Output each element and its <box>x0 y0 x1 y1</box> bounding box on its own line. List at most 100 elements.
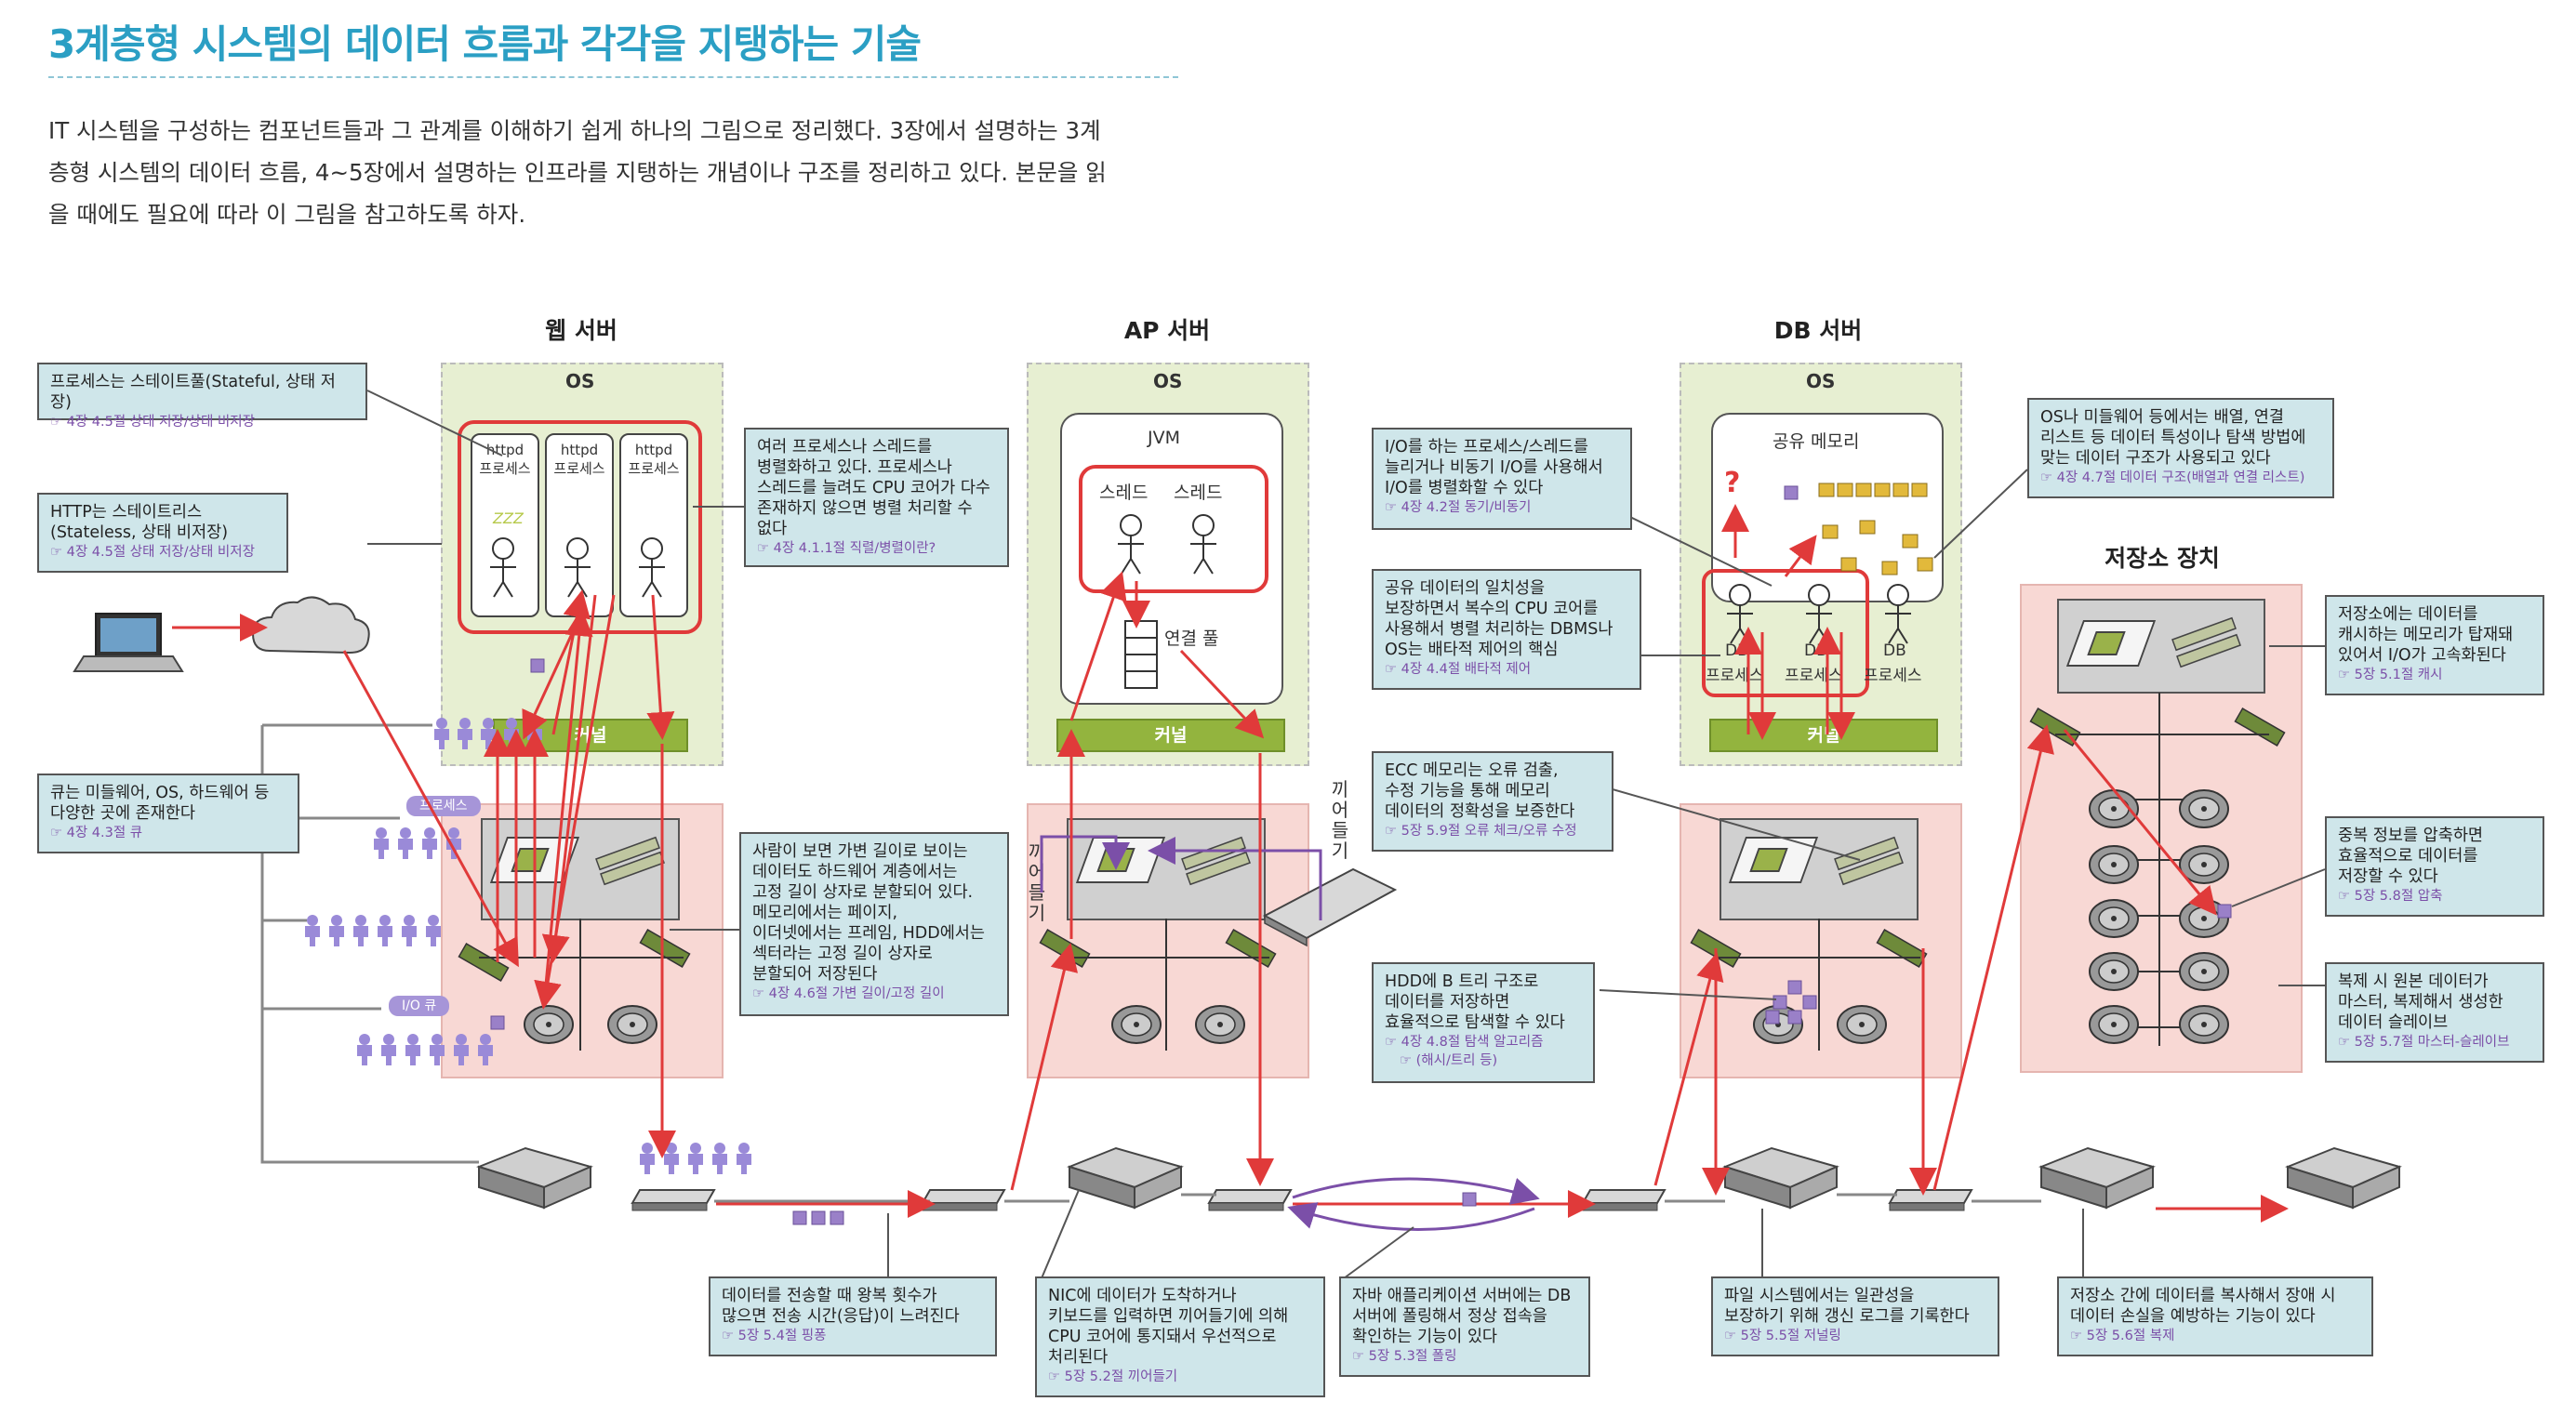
note-line: 데이터도 하드웨어 계층에서는 <box>752 863 958 881</box>
note-stateless-ref: 4장 4.5절 상태 저장/상태 비저장 <box>50 543 275 562</box>
intro-line-1: IT 시스템을 구성하는 컴포넌트들과 그 관계를 이해하기 쉽게 하나의 그림… <box>48 117 1101 144</box>
storage-title: 저장소 장치 <box>2105 545 2220 572</box>
note-line: 보장하면서 복수의 CPU 코어를 <box>1385 600 1599 618</box>
note-stateful: 프로세스는 스테이트풀(Stateful, 상태 저장) 4장 4.5절 상태 … <box>37 363 367 430</box>
jvm-box <box>1060 413 1283 705</box>
nic-card-icon <box>1225 929 1277 968</box>
note-queue-ref: 4장 4.3절 큐 <box>50 824 286 842</box>
nic-card-icon <box>458 943 510 982</box>
note-line: 많으면 전송 시간(응답)이 느려진다 <box>722 1307 960 1326</box>
note-data-structure: OS나 미들웨어 등에서는 배열, 연결 리스트 등 데이터 특성이나 탐색 방… <box>2027 398 2334 498</box>
hdd-icon <box>1195 1005 1245 1044</box>
note-line: 처리된다 <box>1048 1348 1109 1367</box>
note-line: 캐시하는 메모리가 탑재돼 <box>2338 626 2514 644</box>
note-line: 데이터를 저장하면 <box>1385 993 1510 1012</box>
httpd-label: httpd <box>485 442 524 458</box>
note-line: 공유 데이터의 일치성을 <box>1385 579 1546 598</box>
intro-line-2: 층형 시스템의 데이터 흐름, 4~5장에서 설명하는 인프라를 지탱하는 개념… <box>48 159 1107 186</box>
note-line: 자바 애플리케이션 서버에는 DB <box>1352 1287 1572 1305</box>
note-line: 없다 <box>757 520 788 538</box>
note-polling: 자바 애플리케이션 서버에는 DB 서버에 폴링해서 정상 접속을 확인하는 기… <box>1339 1276 1590 1377</box>
note-line: 중복 정보를 압축하면 <box>2338 827 2484 845</box>
note-line: CPU 코어에 통지돼서 우선적으로 <box>1048 1328 1277 1346</box>
note-line: 파일 시스템에서는 일관성을 <box>1724 1287 1915 1305</box>
jvm-label: JVM <box>1148 428 1180 448</box>
db-os-label: OS <box>1806 370 1836 392</box>
ap-server-icon <box>1069 1147 1182 1209</box>
web-server-title: 웹 서버 <box>545 317 617 344</box>
process-label: 프로세스 <box>628 460 680 477</box>
note-line: 맞는 데이터 구조가 사용되고 있다 <box>2040 449 2271 468</box>
network-lines <box>260 723 2041 1203</box>
note-journal-ref: 5장 5.5절 저널링 <box>1724 1327 1986 1345</box>
note-line: HTTP는 스테이트리스 <box>50 503 203 522</box>
note-line: 보장하기 위해 갱신 로그를 기록한다 <box>1724 1307 1970 1326</box>
page-title: 3계층형 시스템의 데이터 흐름과 각각을 지탱하는 기술 <box>48 21 922 67</box>
thread-group <box>1079 465 1268 593</box>
note-line: 사용해서 병렬 처리하는 DBMS나 <box>1385 620 1613 639</box>
db-process-group <box>1702 569 1869 697</box>
note-line: 분할되어 저장된다 <box>752 965 878 984</box>
cpu-chip-icon <box>1076 837 1165 883</box>
process-label: 프로세스 <box>479 460 531 477</box>
note-line: 병렬화하고 있다. 프로세스나 <box>757 458 952 477</box>
shared-memory-label: 공유 메모리 <box>1773 431 1860 452</box>
note-line: 저장소에는 데이터를 <box>2338 605 2478 624</box>
note-line: 늘리거나 비동기 I/O를 사용해서 <box>1385 458 1603 477</box>
note-line: 키보드를 입력하면 끼어들기에 의해 <box>1048 1307 1289 1326</box>
db-process-label-3: 프로세스 <box>1864 667 1922 685</box>
note-line: I/O를 하는 프로세스/스레드를 <box>1385 438 1588 456</box>
note-io-sync: I/O를 하는 프로세스/스레드를 늘리거나 비동기 I/O를 사용해서 I/O… <box>1372 428 1632 530</box>
connection-pool-label: 연결 풀 <box>1164 628 1219 649</box>
httpd-process-2: httpd 프로세스 <box>545 433 614 617</box>
note-line: 저장소 간에 데이터를 복사해서 장애 시 <box>2070 1287 2336 1305</box>
data-block-icon <box>490 1015 505 1030</box>
note-io-sync-ref: 4장 4.2절 동기/비동기 <box>1385 498 1619 517</box>
data-block-icon <box>530 658 545 673</box>
polling-arrows <box>1287 1177 1540 1231</box>
note-line: 메모리에서는 페이지, <box>752 904 898 922</box>
intro-line-3: 을 때에도 필요에 따라 이 그림을 참고하도록 하자. <box>48 201 526 228</box>
note-line: OS나 미들웨어 등에서는 배열, 연결 <box>2040 408 2284 427</box>
note-compress-ref: 5장 5.8절 압축 <box>2338 887 2531 906</box>
db-server-title: DB 서버 <box>1773 317 1863 344</box>
cpu-chip-icon <box>2066 620 2156 667</box>
note-lock-ref: 4장 4.4절 배타적 제어 <box>1385 660 1628 679</box>
note-line: ECC 메모리는 오류 검출, <box>1385 761 1559 780</box>
thread-label-2: 스레드 <box>1174 483 1223 503</box>
process-label: 프로세스 <box>553 460 605 477</box>
note-line: 효율적으로 탐색할 수 있다 <box>1385 1013 1565 1032</box>
note-btree: HDD에 B 트리 구조로 데이터를 저장하면 효율적으로 탐색할 수 있다 4… <box>1372 962 1595 1083</box>
note-cache: 저장소에는 데이터를 캐시하는 메모리가 탑재돼 있어서 I/O가 고속화된다 … <box>2325 595 2544 695</box>
switch-icon <box>922 1189 1005 1211</box>
note-line: HDD에 B 트리 구조로 <box>1385 972 1539 991</box>
note-line: 사람이 보면 가변 길이로 보이는 <box>752 842 968 861</box>
data-block-icon <box>1784 485 1799 500</box>
ping-pong-blocks-icon <box>792 1210 844 1225</box>
note-line: 수정 기능을 통해 메모리 <box>1385 782 1550 800</box>
connection-pool-icon <box>1124 620 1158 689</box>
laptop-icon <box>73 613 184 672</box>
lock-blocks-icon <box>1818 483 1933 575</box>
keyboard-icon <box>1262 867 1398 947</box>
web-os-label: OS <box>565 370 595 392</box>
intro-text: IT 시스템을 구성하는 컴포넌트들과 그 관계를 이해하기 쉽게 하나의 그림… <box>48 110 1192 235</box>
title-divider <box>48 76 1178 78</box>
note-line: 스레드를 늘려도 CPU 코어가 다수 <box>757 479 991 497</box>
data-block-icon <box>2217 904 2232 919</box>
note-ecc-ref: 5장 5.9절 오류 체크/오류 수정 <box>1385 822 1600 840</box>
note-line: 서버에 폴링해서 정상 접속을 <box>1352 1307 1547 1326</box>
note-line: 확인하는 기능이 있다 <box>1352 1328 1498 1346</box>
hdd-icon <box>607 1005 657 1044</box>
callout-pointers <box>366 390 2326 1279</box>
note-structure-ref: 4장 4.7절 데이터 구조(배열과 연결 리스트) <box>2040 469 2321 487</box>
queue-people-icon <box>305 718 751 1174</box>
note-line: OS는 배타적 제어의 핵심 <box>1385 641 1559 659</box>
thread-label-1: 스레드 <box>1099 483 1149 503</box>
db-server-icon <box>1724 1147 1838 1209</box>
switch-icon <box>1208 1189 1292 1211</box>
note-stateful-text: 프로세스는 스테이트풀(Stateful, 상태 저장) <box>50 373 336 412</box>
switch-icon <box>1889 1189 1972 1211</box>
